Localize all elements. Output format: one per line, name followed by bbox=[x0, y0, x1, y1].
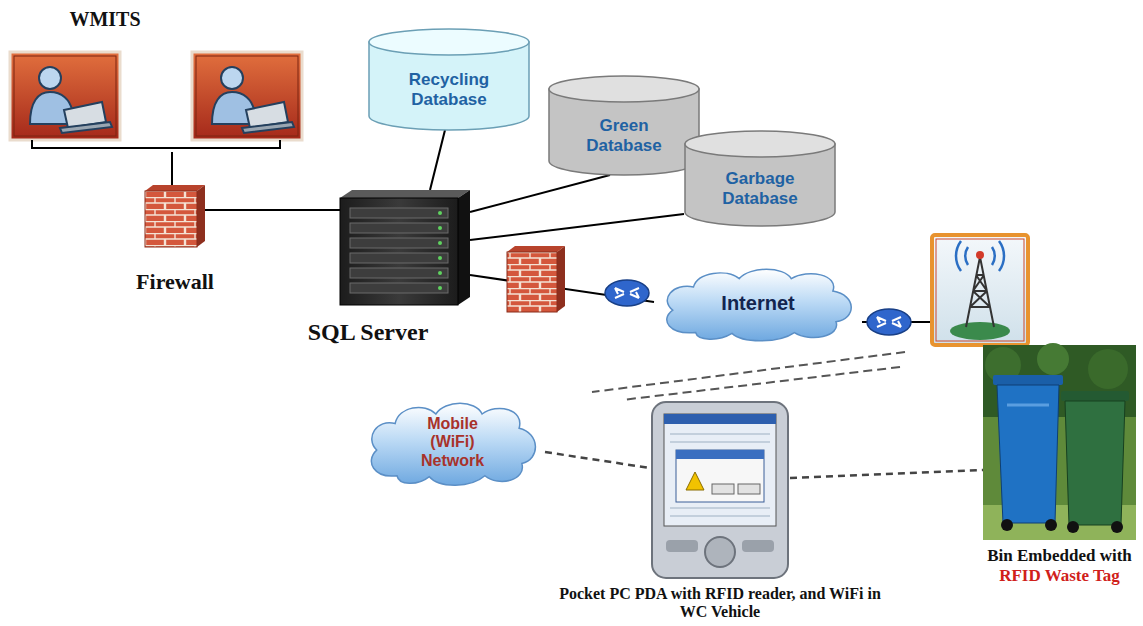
pda-node: Pocket PC PDA with RFID reader, and WiFi… bbox=[650, 400, 790, 580]
router-icon bbox=[605, 280, 649, 306]
cloud-label: Mobile (WiFi) Network bbox=[413, 415, 493, 470]
network-connector bbox=[430, 130, 445, 190]
workstation-icons bbox=[10, 8, 302, 152]
firewall-icon bbox=[145, 185, 205, 247]
waste-bin-node: Bin Embedded with RFID Waste Tag bbox=[983, 345, 1136, 540]
cloud-label: Internet bbox=[721, 292, 794, 315]
network-connector bbox=[470, 214, 684, 240]
network-connector bbox=[470, 175, 610, 212]
database-name: Garbage Database bbox=[709, 169, 811, 208]
database-node: Recycling Database bbox=[368, 28, 530, 130]
sql-server: SQL Server bbox=[340, 190, 470, 305]
network-connector bbox=[205, 209, 340, 211]
wireless-connector bbox=[545, 452, 650, 468]
router-icon bbox=[867, 309, 911, 335]
wireless-connector bbox=[790, 470, 983, 478]
firewall-icon bbox=[507, 246, 565, 312]
database-node: Garbage Database bbox=[684, 130, 836, 226]
workstation-group: WMITS bbox=[10, 8, 302, 152]
radio-tower-icon bbox=[932, 235, 1028, 345]
firewall-node: Firewall bbox=[145, 185, 205, 247]
database-label-box: Garbage Database bbox=[684, 158, 836, 220]
bin-caption-part: Bin Embedded with bbox=[987, 546, 1132, 565]
network-cloud-node: Mobile (WiFi) Network bbox=[360, 395, 545, 490]
database-node: Green Database bbox=[548, 75, 700, 175]
device-caption: Pocket PC PDA with RFID reader, and WiFi… bbox=[550, 585, 890, 620]
pda-device bbox=[650, 400, 790, 580]
network-cloud-node: Internet bbox=[654, 262, 862, 345]
icon-caption: Firewall bbox=[100, 269, 250, 295]
icon-caption: SQL Server bbox=[278, 319, 458, 346]
database-name: Recycling Database bbox=[393, 70, 505, 109]
database-name: Green Database bbox=[573, 116, 675, 155]
bin-caption-part: RFID Waste Tag bbox=[999, 566, 1120, 585]
cloud-label-box: Internet bbox=[654, 262, 862, 345]
wireless-link bbox=[622, 367, 900, 400]
cloud-label-box: Mobile (WiFi) Network bbox=[360, 395, 545, 490]
waste-bin-photo bbox=[983, 345, 1136, 540]
network-connector bbox=[171, 152, 173, 185]
bin-caption: Bin Embedded with RFID Waste Tag bbox=[985, 546, 1135, 585]
server-icon bbox=[340, 190, 470, 305]
group-title: WMITS bbox=[40, 8, 170, 31]
database-label-box: Recycling Database bbox=[368, 56, 530, 124]
database-label-box: Green Database bbox=[548, 103, 700, 169]
